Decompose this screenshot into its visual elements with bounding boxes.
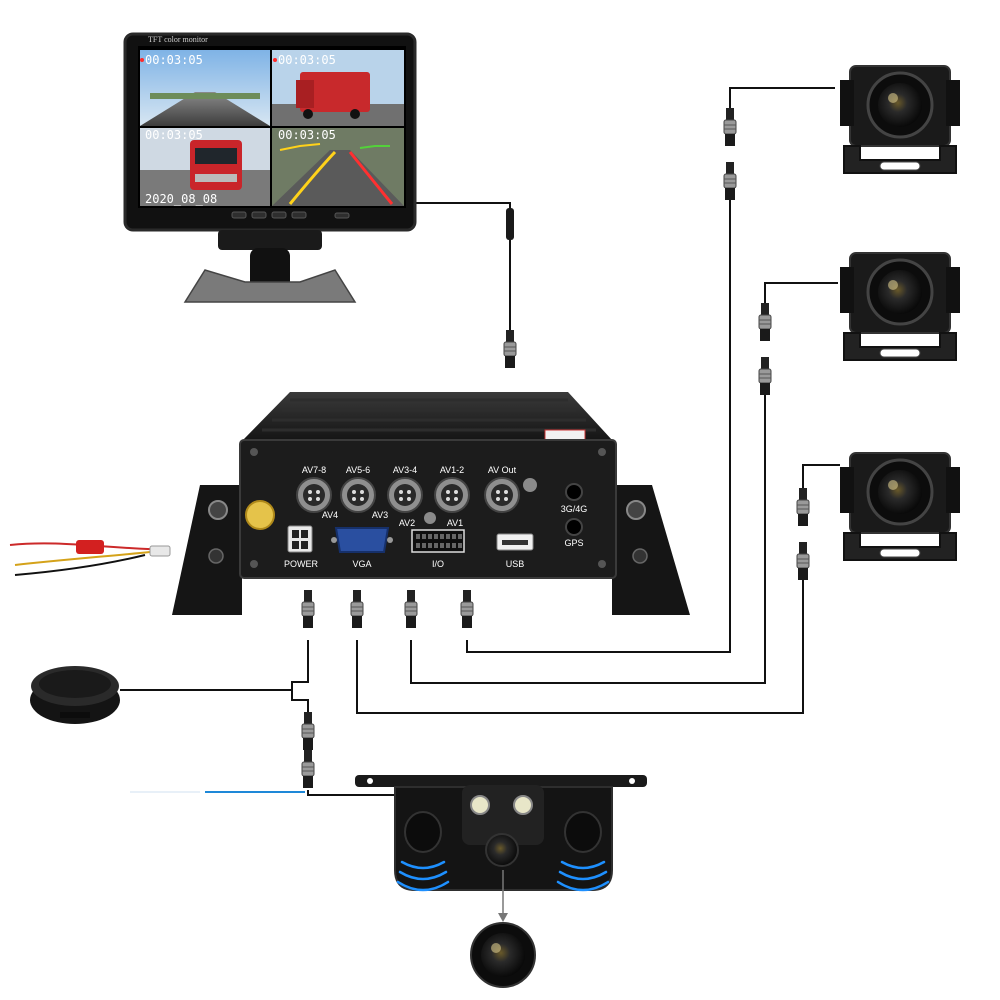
reverse-camera-feed bbox=[291, 690, 309, 712]
screw-cap bbox=[424, 512, 436, 524]
label-av2: AV2 bbox=[399, 518, 415, 528]
monitor-cable-connector bbox=[503, 208, 517, 369]
camera-2-connector bbox=[758, 302, 772, 396]
quad-2-timestamp: 00:03:05 bbox=[278, 53, 336, 67]
camera-3-connector bbox=[796, 487, 810, 581]
parking-sensor-right bbox=[564, 811, 602, 853]
label-power: POWER bbox=[284, 559, 319, 569]
port-av5-6 bbox=[340, 477, 376, 513]
monitor-quad-1 bbox=[140, 50, 270, 126]
label-gps: GPS bbox=[564, 538, 583, 548]
lens-detail bbox=[470, 922, 536, 988]
cables bbox=[9, 87, 840, 796]
port-label-av-out: AV Out bbox=[488, 465, 517, 475]
led-light-icon bbox=[513, 795, 533, 815]
screw-cap bbox=[523, 478, 537, 492]
port-av1-2 bbox=[434, 477, 470, 513]
label-av4: AV4 bbox=[322, 510, 338, 520]
aviation-ports bbox=[296, 477, 520, 513]
gps-antenna-socket bbox=[565, 518, 583, 536]
3g-4g-antenna-socket bbox=[565, 483, 583, 501]
monitor-quad-4 bbox=[272, 128, 404, 206]
fuse-holder bbox=[76, 540, 171, 557]
camera-2-lead bbox=[764, 282, 838, 305]
quad-3-timestamp: 00:03:05 bbox=[145, 128, 203, 142]
camera-3-lead bbox=[802, 464, 840, 490]
rec-dot-icon bbox=[273, 58, 277, 62]
label-3g-4g: 3G/4G bbox=[561, 504, 588, 514]
usb-port bbox=[496, 533, 534, 551]
mobile-dvr: AV7-8 AV5-6 AV3-4 AV1-2 AV Out bbox=[172, 392, 690, 615]
quad-1-timestamp: 00:03:05 bbox=[145, 53, 203, 67]
camera-1-cable bbox=[466, 200, 731, 653]
label-io: I/O bbox=[432, 559, 444, 569]
camera-2-cable bbox=[410, 395, 766, 684]
monitor-bracket bbox=[218, 230, 322, 250]
warranty-seal-icon bbox=[245, 500, 275, 530]
parking-sensor-left bbox=[404, 811, 442, 853]
label-usb: USB bbox=[506, 559, 525, 569]
monitor-quad-2 bbox=[272, 50, 404, 126]
quad-monitor: TFT color monitor 00:03:05 00:03:05 00:0… bbox=[123, 32, 417, 303]
power-wire-yellow bbox=[14, 551, 151, 566]
port-label-av7-8: AV7-8 bbox=[302, 465, 326, 475]
label-av1: AV1 bbox=[447, 518, 463, 528]
port-label-av3-4: AV3-4 bbox=[393, 465, 417, 475]
sensor-wave-icons bbox=[396, 860, 610, 892]
port-av7-8 bbox=[296, 477, 332, 513]
monitor-base bbox=[183, 269, 357, 303]
led-light-icon bbox=[470, 795, 490, 815]
camera-1-lead bbox=[729, 87, 835, 110]
lens-detail-arrow bbox=[498, 870, 508, 922]
label-av3: AV3 bbox=[372, 510, 388, 520]
reverse-camera-connector bbox=[301, 711, 315, 789]
side-camera-1 bbox=[838, 46, 962, 175]
reverse-camera-lens-icon bbox=[485, 833, 519, 867]
microphone-cable bbox=[120, 640, 309, 691]
quad-4-timestamp: 00:03:05 bbox=[278, 128, 336, 142]
reverse-parking-camera bbox=[355, 775, 647, 892]
side-camera-3 bbox=[838, 433, 962, 562]
io-port bbox=[411, 529, 465, 553]
port-label-av5-6: AV5-6 bbox=[346, 465, 370, 475]
label-vga: VGA bbox=[352, 559, 371, 569]
side-camera-2 bbox=[838, 233, 962, 362]
camera-3-cable bbox=[356, 580, 804, 714]
rec-dot-icon bbox=[140, 58, 144, 62]
vga-port bbox=[331, 527, 393, 553]
monitor-brand-text: TFT color monitor bbox=[148, 35, 208, 44]
camera-1-connector bbox=[723, 107, 737, 201]
reverse-camera-cable bbox=[307, 790, 395, 796]
monitor-quad-3 bbox=[140, 128, 270, 206]
monitor-cable bbox=[400, 202, 511, 330]
monitor-date: 2020_08_08 bbox=[145, 192, 217, 206]
microphone-pickup bbox=[30, 666, 120, 724]
monitor-buttons[interactable] bbox=[231, 211, 350, 219]
port-av3-4 bbox=[387, 477, 423, 513]
dvr-mount-left bbox=[172, 485, 242, 615]
dvr-mount-right bbox=[612, 485, 690, 615]
dvr-sticker bbox=[544, 429, 586, 441]
dvr-output-plugs bbox=[301, 589, 474, 629]
port-label-av1-2: AV1-2 bbox=[440, 465, 464, 475]
power-socket bbox=[287, 525, 313, 553]
power-wire-black bbox=[14, 554, 146, 576]
port-av-out bbox=[484, 477, 520, 513]
